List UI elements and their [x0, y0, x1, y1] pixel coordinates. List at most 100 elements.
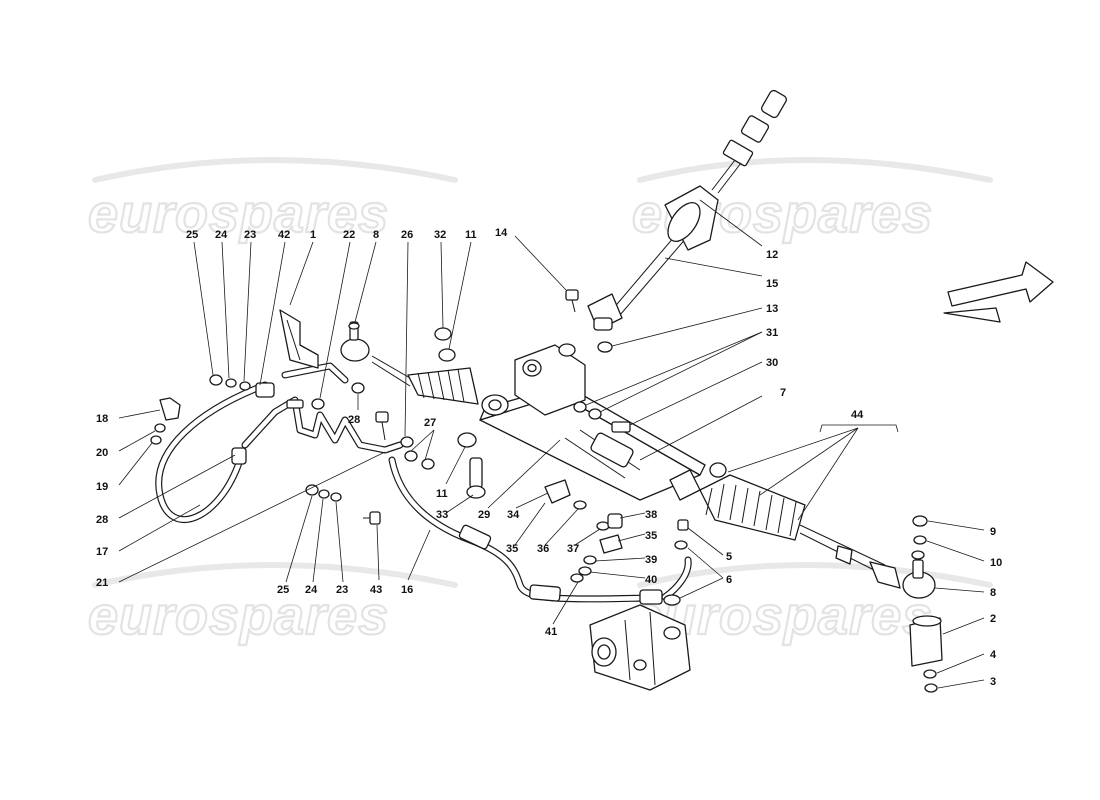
- screw-43: [369, 511, 381, 525]
- washer-27: [404, 450, 418, 462]
- label-28: 28: [348, 414, 360, 426]
- label-14: 14: [495, 227, 508, 239]
- label-29: 29: [478, 509, 490, 521]
- washer-24-top: [225, 378, 237, 388]
- label-19: 19: [96, 481, 108, 493]
- washer-10: [913, 535, 927, 545]
- label-23: 23: [336, 584, 348, 596]
- label-18: 18: [96, 413, 108, 425]
- label-22: 22: [343, 229, 355, 241]
- label-11: 11: [436, 488, 448, 500]
- bolt-head-mid: [375, 411, 389, 423]
- label-11: 11: [465, 229, 477, 241]
- label-25: 25: [186, 229, 198, 241]
- label-30: 30: [766, 357, 778, 369]
- nut-25-top: [209, 374, 223, 386]
- label-8: 8: [373, 229, 379, 241]
- washer-23-low: [330, 492, 342, 502]
- nut-9: [912, 515, 928, 527]
- washer-6a: [674, 540, 688, 550]
- union-35: [599, 534, 623, 554]
- label-5: 5: [726, 551, 732, 563]
- bushing-11: [457, 432, 477, 448]
- washer-24-low: [318, 489, 330, 499]
- direction-arrow-icon: [943, 261, 1054, 323]
- label-24: 24: [305, 584, 318, 596]
- label-9: 9: [990, 526, 996, 538]
- label-10: 10: [990, 557, 1002, 569]
- washer-39: [583, 555, 597, 565]
- washer-31b: [588, 408, 602, 420]
- label-35: 35: [645, 530, 657, 542]
- washer-20: [154, 423, 166, 433]
- label-41: 41: [545, 626, 557, 638]
- right-bellow-boot: [699, 474, 901, 589]
- nut-25-low: [305, 484, 319, 496]
- washer-26: [400, 436, 414, 448]
- label-44: 44: [851, 409, 864, 421]
- label-33: 33: [436, 509, 448, 521]
- bolt-5: [677, 519, 689, 531]
- label-21: 21: [96, 577, 108, 589]
- label-1: 1: [310, 229, 316, 241]
- washer-28-top: [351, 382, 365, 394]
- label-26: 26: [401, 229, 413, 241]
- mount-34: [544, 479, 571, 504]
- label-34: 34: [507, 509, 520, 521]
- label-13: 13: [766, 303, 778, 315]
- label-40: 40: [645, 574, 657, 586]
- bolt-33: [469, 457, 483, 489]
- washer-31a: [573, 401, 587, 413]
- washer-4: [923, 669, 937, 679]
- label-6: 6: [726, 574, 732, 586]
- power-steering-pump: [589, 604, 691, 691]
- bracket-1: [279, 309, 319, 369]
- label-28: 28: [96, 514, 108, 526]
- label-4: 4: [990, 649, 997, 661]
- leader-lines: [118, 199, 985, 689]
- label-32: 32: [434, 229, 446, 241]
- washer-23-top: [239, 381, 251, 391]
- part-number-labels: 25 24 23 42 1 22 8 26 32 11 14 12 15 13 …: [96, 227, 1002, 688]
- label-43: 43: [370, 584, 382, 596]
- washer-40: [578, 566, 592, 576]
- bracket-1-fold: [286, 319, 301, 361]
- steering-rack-housing: [479, 343, 727, 501]
- return-line-inner: [662, 557, 691, 600]
- clamp-18: [159, 397, 181, 421]
- label-25: 25: [277, 584, 289, 596]
- label-27: 27: [424, 417, 436, 429]
- bolt-shank-mid: [381, 421, 386, 441]
- return-hose-17: [155, 362, 349, 523]
- label-12: 12: [766, 249, 778, 261]
- label-31: 31: [766, 327, 778, 339]
- washer-37: [596, 521, 610, 531]
- washer-11-top: [438, 348, 456, 362]
- bolt-33-head: [466, 485, 486, 499]
- label-15: 15: [766, 278, 778, 290]
- label-35: 35: [506, 543, 518, 555]
- label-3: 3: [990, 676, 996, 688]
- bolt-14-shank: [571, 299, 576, 313]
- label-7: 7: [780, 387, 786, 399]
- label-39: 39: [645, 554, 657, 566]
- left-bellow-boot: [371, 355, 479, 405]
- label-38: 38: [645, 509, 657, 521]
- label-20: 20: [96, 447, 108, 459]
- bolt-14: [565, 289, 579, 301]
- bolt-30: [611, 421, 631, 433]
- washer-6b: [663, 594, 681, 606]
- label-24: 24: [215, 229, 228, 241]
- pressure-hose-16: [388, 456, 663, 605]
- label-2: 2: [990, 613, 996, 625]
- label-42: 42: [278, 229, 290, 241]
- label-17: 17: [96, 546, 108, 558]
- bolt-22-end: [311, 398, 325, 410]
- fitting-38: [607, 513, 623, 529]
- nut-3: [924, 683, 938, 693]
- dust-boot-2-top: [912, 615, 942, 627]
- washer-41: [570, 573, 584, 583]
- watermark-text: eurospares: [88, 586, 389, 646]
- label-37: 37: [567, 543, 579, 555]
